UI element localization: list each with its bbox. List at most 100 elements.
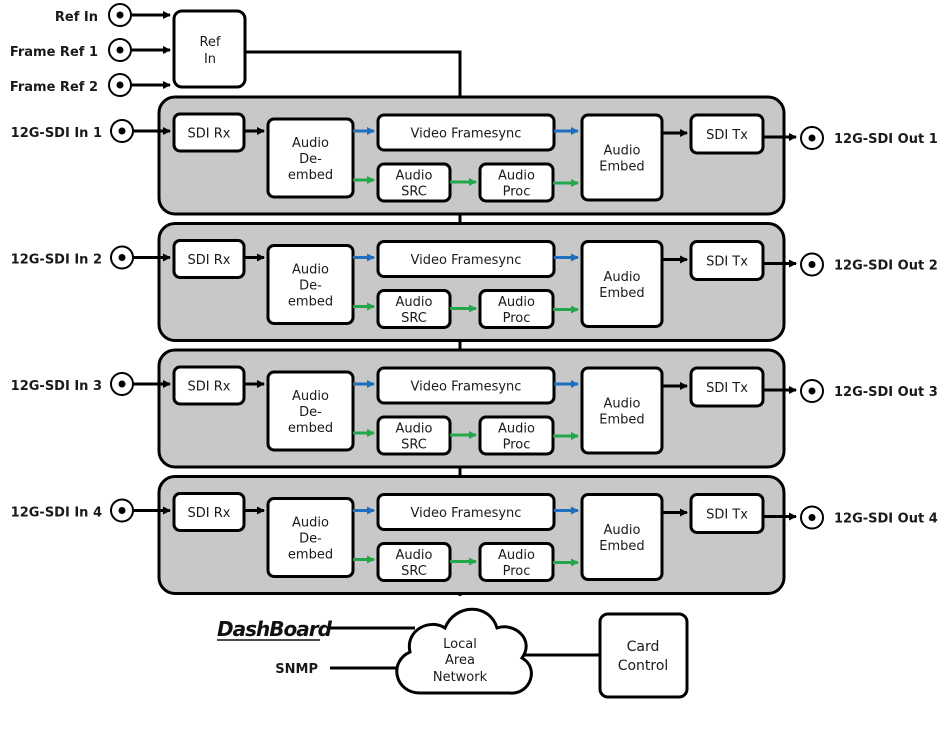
svg-text:embed: embed: [288, 421, 333, 436]
card-control-block: Card Control: [598, 612, 689, 699]
svg-text:Audio: Audio: [604, 397, 641, 412]
svg-text:SRC: SRC: [401, 564, 427, 579]
video-framesync-block: Video Framesync: [376, 366, 556, 405]
frame-ref-2-label: Frame Ref 2: [10, 80, 98, 95]
channel-input-label: 12G-SDI In 4: [11, 506, 102, 521]
snmp-label: SNMP: [275, 662, 318, 677]
svg-text:SRC: SRC: [401, 185, 427, 200]
svg-text:SDI Rx: SDI Rx: [188, 506, 231, 521]
svg-text:Audio: Audio: [604, 270, 641, 285]
video-framesync-block: Video Framesync: [376, 113, 556, 152]
svg-text:Audio: Audio: [498, 295, 535, 310]
svg-text:De-: De-: [299, 532, 322, 547]
svg-text:De-: De-: [299, 279, 322, 294]
sdi-tx-block: SDI Tx: [689, 493, 765, 534]
svg-text:Local: Local: [443, 637, 477, 652]
dashboard-logo: DashBoard: [217, 617, 333, 641]
sdi-tx-block: SDI Tx: [689, 113, 765, 155]
channel-input-label: 12G-SDI In 3: [11, 379, 102, 394]
frame-ref-2-input: Frame Ref 2: [10, 73, 171, 97]
channel-output-label: 12G-SDI Out 1: [834, 132, 938, 147]
svg-text:Audio: Audio: [498, 422, 535, 437]
svg-text:In: In: [204, 52, 216, 67]
svg-text:Card: Card: [627, 639, 660, 655]
svg-text:Audio: Audio: [396, 295, 433, 310]
sdi-tx-block: SDI Tx: [689, 366, 765, 408]
svg-text:Audio: Audio: [396, 422, 433, 437]
svg-text:embed: embed: [288, 548, 333, 563]
sdi-rx-block: SDI Rx: [172, 492, 246, 532]
svg-text:Audio: Audio: [498, 548, 535, 563]
svg-text:SDI Tx: SDI Tx: [706, 255, 748, 270]
frame-ref-1-label: Frame Ref 1: [10, 45, 98, 60]
svg-text:Control: Control: [618, 658, 669, 674]
svg-text:Proc: Proc: [503, 438, 531, 453]
ref-in-label: Ref In: [55, 10, 98, 25]
svg-text:SDI Rx: SDI Rx: [188, 380, 231, 395]
channel-input-label: 12G-SDI In 1: [11, 126, 102, 141]
sdi-tx-block: SDI Tx: [689, 240, 765, 281]
frame-ref-1-input: Frame Ref 1: [10, 38, 171, 62]
svg-text:embed: embed: [288, 168, 333, 183]
svg-text:De-: De-: [299, 405, 322, 420]
svg-text:Audio: Audio: [292, 263, 329, 278]
svg-text:embed: embed: [288, 295, 333, 310]
svg-text:Audio: Audio: [498, 169, 535, 184]
svg-text:SDI Tx: SDI Tx: [706, 128, 748, 143]
channel-output-label: 12G-SDI Out 4: [834, 512, 938, 527]
svg-text:SRC: SRC: [401, 311, 427, 326]
ref-in-input: Ref In: [55, 3, 171, 27]
svg-text:Proc: Proc: [503, 185, 531, 200]
svg-text:Audio: Audio: [292, 516, 329, 531]
svg-text:Embed: Embed: [599, 413, 644, 428]
svg-text:SDI Tx: SDI Tx: [706, 508, 748, 523]
svg-text:Audio: Audio: [396, 548, 433, 563]
svg-text:Proc: Proc: [503, 564, 531, 579]
svg-text:Embed: Embed: [599, 160, 644, 175]
svg-text:Embed: Embed: [599, 286, 644, 301]
control-section: DashBoard SNMP Local Area Network Card C…: [217, 607, 689, 699]
lan-cloud-icon: Local Area Network: [395, 607, 533, 695]
svg-text:Network: Network: [433, 670, 488, 685]
channel-output-label: 12G-SDI Out 3: [834, 385, 938, 400]
svg-text:Audio: Audio: [396, 169, 433, 184]
svg-text:Ref: Ref: [199, 35, 220, 50]
svg-text:Video Framesync: Video Framesync: [411, 380, 522, 395]
svg-text:Audio: Audio: [604, 144, 641, 159]
sdi-rx-block: SDI Rx: [172, 112, 246, 153]
svg-text:SDI Rx: SDI Rx: [188, 127, 231, 142]
svg-text:SDI Tx: SDI Tx: [706, 381, 748, 396]
svg-text:Proc: Proc: [503, 311, 531, 326]
svg-text:Audio: Audio: [292, 136, 329, 151]
video-framesync-block: Video Framesync: [376, 240, 556, 278]
svg-text:SDI Rx: SDI Rx: [188, 253, 231, 268]
svg-text:SRC: SRC: [401, 438, 427, 453]
svg-text:Embed: Embed: [599, 539, 644, 554]
svg-text:Video Framesync: Video Framesync: [411, 253, 522, 268]
ref-in-block: Ref In: [172, 9, 247, 89]
channel-input-label: 12G-SDI In 2: [11, 253, 102, 268]
sdi-rx-block: SDI Rx: [172, 365, 246, 406]
sdi-rx-block: SDI Rx: [172, 239, 246, 279]
